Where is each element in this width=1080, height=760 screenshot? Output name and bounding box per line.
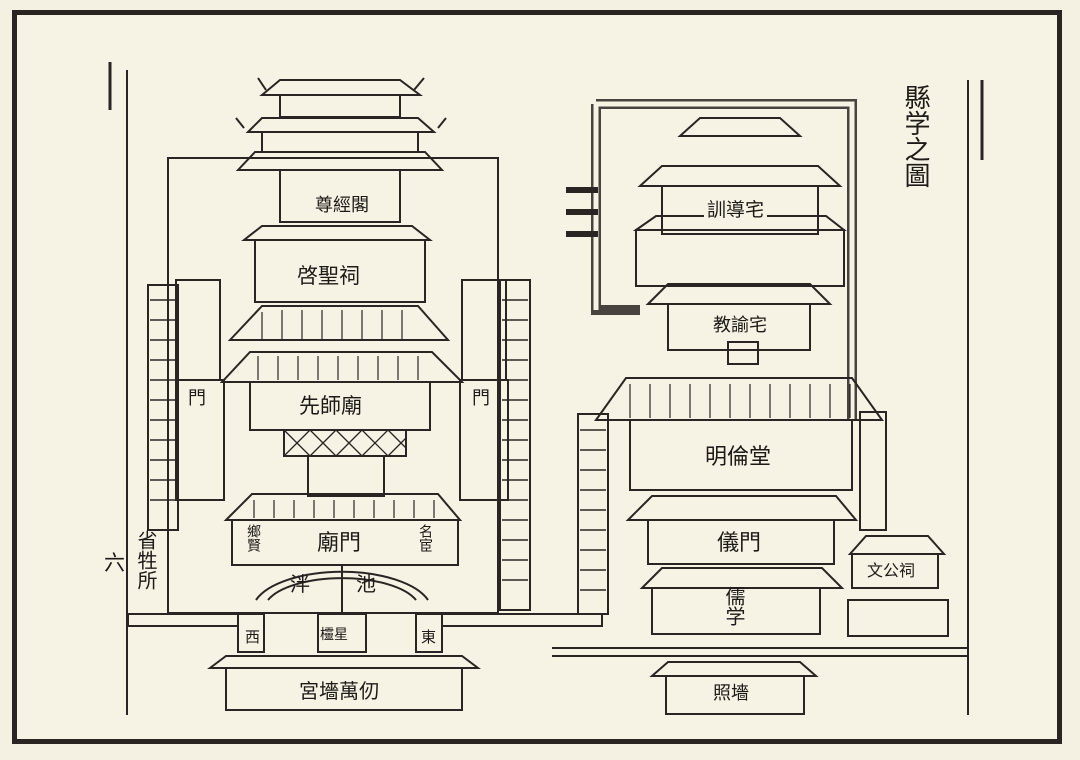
lingxing-east-post: [415, 613, 443, 653]
west-corridor: [147, 284, 179, 531]
pavilion-roof-2: [245, 117, 437, 133]
ru-xue-gate: [651, 587, 821, 635]
wengong-ci-hall: [851, 553, 939, 589]
lingxing-gate: [317, 613, 367, 653]
label-yi-men: 儀門: [714, 532, 765, 556]
jiaoyu-zhai-hall: [667, 303, 811, 351]
ru-xue-roof: [639, 567, 845, 589]
central-walkway: [307, 455, 385, 497]
label-ru-xue: 儒学: [722, 586, 746, 626]
label-zunjing-ge: 尊經閣: [312, 196, 372, 216]
gongqiang-wall: [225, 667, 463, 711]
label-xianshi-miao: 先師廟: [296, 395, 365, 418]
label-jiaoyu-zhai: 教諭宅: [710, 316, 770, 336]
label-gongqiang: 宮墻萬仞: [296, 680, 382, 702]
wengong-ci-roof: [847, 535, 947, 555]
wengong-ci-base: [847, 599, 949, 637]
east-gate-block: [459, 379, 509, 501]
label-men-right: 門: [472, 388, 490, 409]
east-link-wall: [441, 613, 603, 627]
xundao-zhai-hall: [661, 185, 819, 235]
minglun-tang-roof: [594, 377, 884, 421]
xundao-roof: [637, 165, 843, 187]
minglun-tang-hall: [629, 419, 853, 491]
yi-men-hall: [647, 519, 835, 565]
gongqiang-roof: [207, 655, 481, 669]
label-panchi: 泮池: [290, 572, 422, 596]
miao-men-hall: [231, 519, 459, 566]
school-outer-wall: [591, 99, 857, 420]
zunjing-ge-hall: [279, 169, 401, 223]
pavilion-roof-3: [235, 151, 445, 171]
xundao-roof-top: [677, 117, 803, 137]
label-dong: 東: [421, 628, 437, 646]
west-link-wall: [127, 613, 239, 627]
label-wengong-ci: 文公祠: [864, 562, 919, 580]
label-shengsheng-suo: 省牲所: [134, 530, 158, 590]
west-side-hall: [175, 279, 221, 381]
map-title: 縣学之圖: [900, 84, 930, 188]
miao-men-roof: [223, 493, 463, 521]
zhaobi-roof: [649, 661, 819, 677]
pavilion-roof-1: [259, 79, 423, 96]
woodblock-print-frame: [12, 10, 1062, 744]
west-gate-block: [175, 379, 225, 501]
yi-men-roof: [625, 495, 859, 521]
page-number: 六: [104, 551, 125, 575]
label-xiangxian: 鄉賢: [245, 524, 261, 552]
label-qisheng-ci: 啓聖祠: [294, 265, 363, 288]
xundao-side-rooms: [635, 229, 845, 287]
lattice-terrace: [283, 429, 407, 457]
lingxing-west-post: [237, 613, 265, 653]
qisheng-ci-roof: [241, 225, 433, 241]
label-miao-men: 廟門: [314, 532, 365, 556]
school-east-corridor: [859, 411, 887, 531]
label-minghuan: 名宦: [417, 524, 433, 552]
school-west-corridor: [577, 413, 609, 615]
school-complex: [552, 99, 968, 715]
label-lingxing: 欞星: [320, 627, 348, 643]
qisheng-ci-hall: [254, 239, 426, 303]
temple-complex: [127, 77, 603, 711]
xianshi-miao-roof-upper: [227, 305, 451, 341]
zhaobi-wall: [665, 675, 805, 715]
label-minglun-tang: 明倫堂: [702, 446, 775, 470]
east-corridor: [499, 279, 531, 611]
label-xi: 西: [245, 628, 261, 646]
label-zhaobi: 照墻: [710, 684, 752, 704]
label-xundao-zhai: 訓導宅: [704, 200, 768, 221]
label-men-left: 門: [188, 388, 206, 409]
